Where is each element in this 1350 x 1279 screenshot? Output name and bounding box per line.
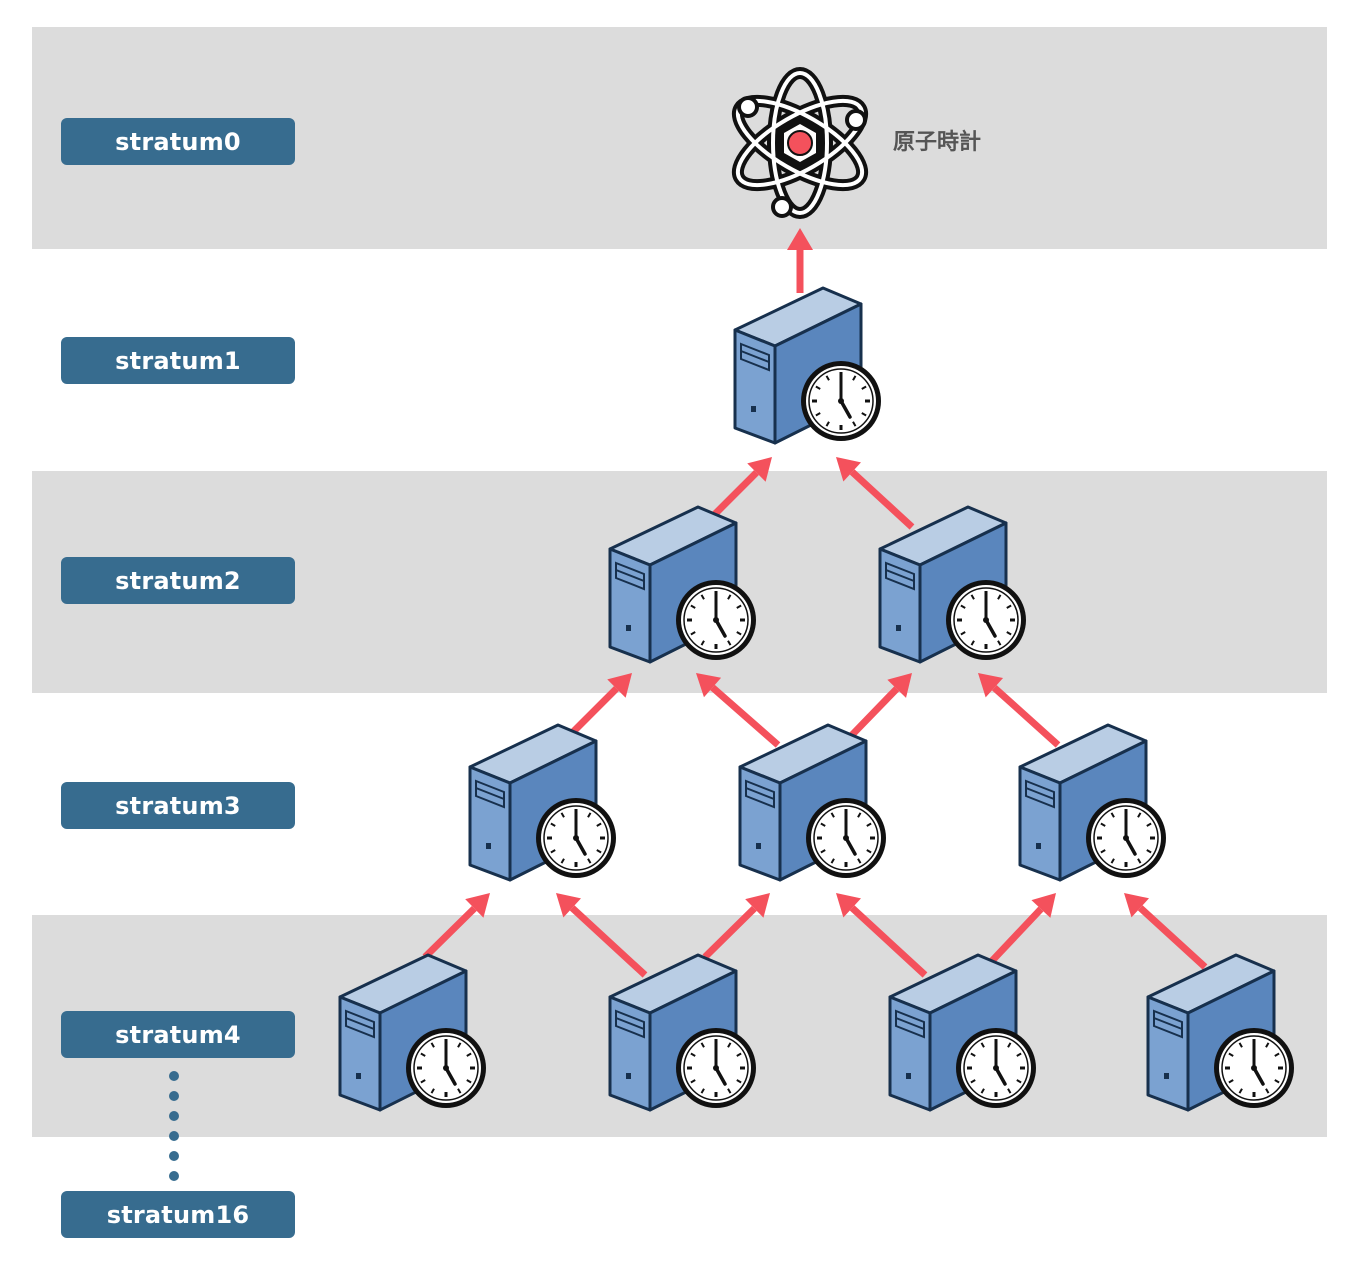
ellipsis-dot bbox=[169, 1151, 179, 1161]
server-clock-icon bbox=[468, 723, 616, 882]
stratum-label-4: stratum4 bbox=[61, 1011, 295, 1058]
atom-icon bbox=[731, 67, 869, 219]
arrow bbox=[709, 457, 772, 520]
arrow bbox=[702, 893, 770, 960]
arrow bbox=[696, 673, 781, 748]
arrow bbox=[1124, 893, 1208, 970]
server-clock-icon bbox=[733, 286, 881, 445]
arrows-layer bbox=[422, 228, 1208, 978]
server-clock-icon bbox=[1146, 953, 1294, 1112]
arrow bbox=[836, 893, 928, 978]
arrow bbox=[847, 673, 912, 740]
ellipsis-dot bbox=[169, 1131, 179, 1141]
atomic-clock-label: 原子時計 bbox=[893, 130, 982, 155]
server-clock-icon bbox=[338, 953, 486, 1112]
stratum-label-2: stratum2 bbox=[61, 557, 295, 604]
ellipsis-dot bbox=[169, 1111, 179, 1121]
arrow bbox=[787, 228, 813, 293]
stratum-label-3: stratum3 bbox=[61, 782, 295, 829]
ellipsis-dot bbox=[169, 1091, 179, 1101]
arrow bbox=[978, 673, 1061, 748]
servers-layer bbox=[338, 286, 1294, 1112]
stratum-label-1: stratum1 bbox=[61, 337, 295, 384]
server-clock-icon bbox=[878, 505, 1026, 664]
arrow bbox=[836, 457, 915, 530]
server-clock-icon bbox=[608, 953, 756, 1112]
server-clock-icon bbox=[738, 723, 886, 882]
arrow bbox=[422, 893, 490, 960]
ellipsis-dot bbox=[169, 1171, 179, 1181]
stratum-label-0: stratum0 bbox=[61, 118, 295, 165]
server-clock-icon bbox=[608, 505, 756, 664]
arrow bbox=[987, 893, 1056, 966]
ellipsis-dot bbox=[169, 1071, 179, 1081]
server-clock-icon bbox=[888, 953, 1036, 1112]
stratum-label-16: stratum16 bbox=[61, 1191, 295, 1238]
arrow bbox=[556, 893, 648, 978]
server-clock-icon bbox=[1018, 723, 1166, 882]
arrow bbox=[569, 673, 632, 736]
